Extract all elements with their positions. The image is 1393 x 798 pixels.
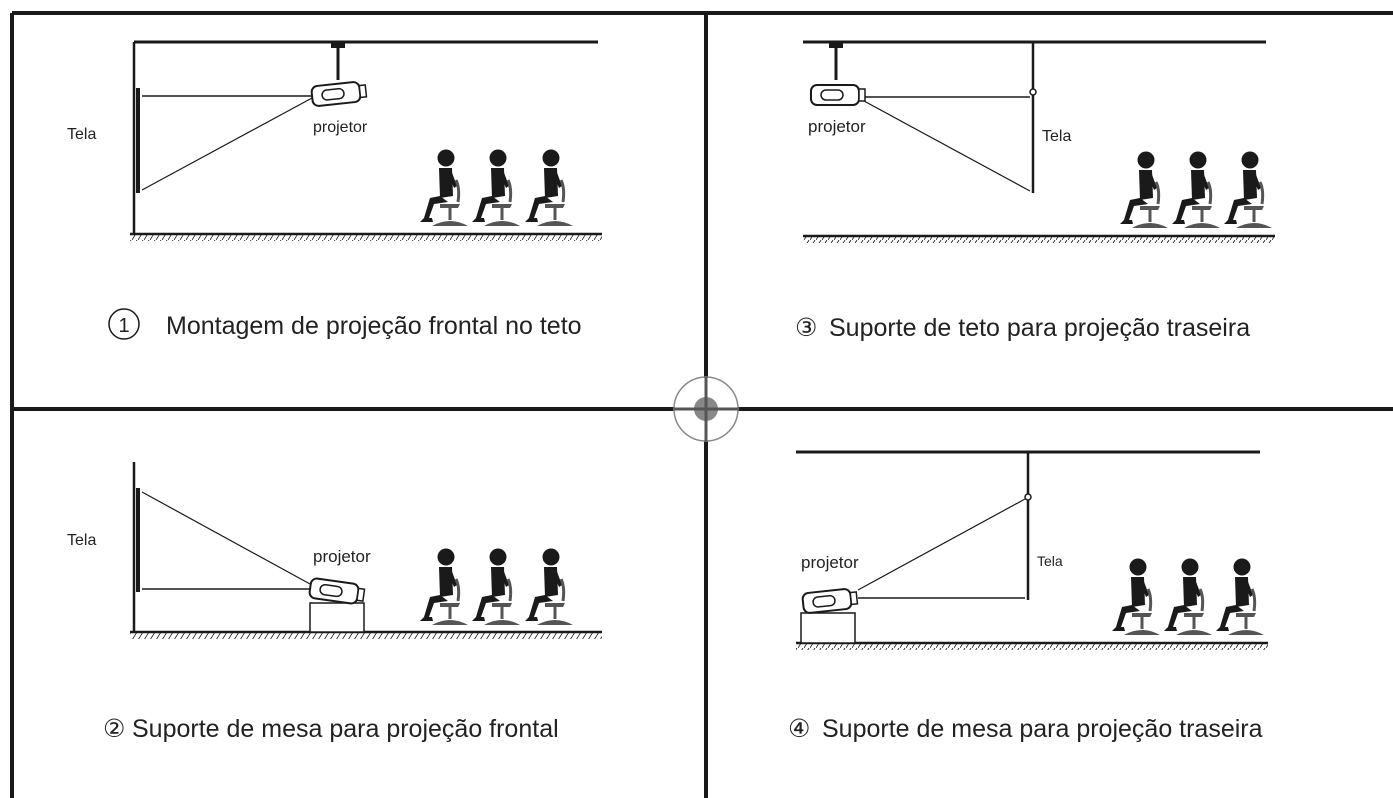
person-seated-icon	[418, 148, 470, 228]
person-seated-icon	[1222, 150, 1274, 230]
caption-text: Montagem de projeção frontal no teto	[166, 312, 582, 340]
person-seated-icon	[523, 148, 575, 228]
crosshair-icon	[673, 376, 739, 442]
caption-text: Suporte de teto para projeção traseira	[829, 314, 1250, 342]
table	[800, 612, 856, 644]
panel-desktop-front: Tela projetor ② Suporte de mesa para pro…	[67, 462, 602, 743]
screen-label: Tela	[67, 532, 96, 549]
caption-marker: ②	[103, 715, 125, 743]
table	[309, 602, 365, 633]
caption-3: ③ Suporte de teto para projeção traseira	[795, 314, 1250, 342]
person-seated-icon	[470, 547, 522, 627]
caption-4: ④ Suporte de mesa para projeção traseira	[788, 715, 1263, 743]
projector-label: projetor	[313, 119, 368, 136]
caption-text: Suporte de mesa para projeção traseira	[822, 715, 1263, 743]
screen-label: Tela	[1037, 553, 1063, 569]
person-seated-icon	[1162, 557, 1214, 637]
projector-icon	[801, 586, 859, 615]
caption-marker: ④	[788, 715, 810, 743]
panel-ceiling-rear: Tela projetor ③ Suporte de teto para pro…	[795, 40, 1275, 342]
person-seated-icon	[470, 148, 522, 228]
person-seated-icon	[1118, 150, 1170, 230]
person-seated-icon	[1110, 557, 1162, 637]
screen-label: Tela	[1042, 128, 1071, 145]
person-seated-icon	[418, 547, 470, 627]
caption-marker: ③	[795, 314, 817, 342]
person-seated-icon	[1214, 557, 1266, 637]
projector-label: projetor	[801, 553, 859, 572]
person-seated-icon	[1170, 150, 1222, 230]
projector-label: projetor	[313, 547, 371, 566]
projector-icon	[307, 576, 367, 607]
projector-icon	[810, 84, 866, 106]
caption-text: Suporte de mesa para projeção frontal	[132, 715, 559, 743]
projector-label: projetor	[808, 117, 866, 136]
panel-ceiling-front: Tela projetor 1 Montagem de projeção fro…	[67, 40, 602, 340]
panel-desktop-rear: Tela projetor ④ Suporte de mesa para pro…	[788, 450, 1268, 743]
screen-label: Tela	[67, 126, 96, 143]
caption-number: 1	[118, 315, 129, 337]
projector-icon	[310, 79, 368, 108]
person-seated-icon	[523, 547, 575, 627]
caption-2: ② Suporte de mesa para projeção frontal	[103, 715, 559, 743]
caption-1: 1 Montagem de projeção frontal no teto	[108, 308, 582, 340]
